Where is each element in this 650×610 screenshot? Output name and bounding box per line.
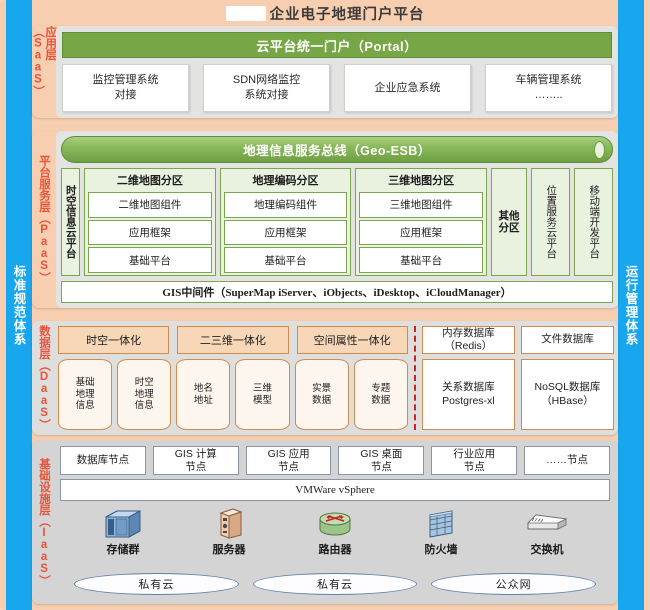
daas-integration-card[interactable]: 二三维一体化 [177, 326, 289, 354]
iaas-node-row: 数据库节点 GIS 计算 节点 GIS 应用 节点 GIS 桌面 节点 行业应用… [60, 446, 610, 475]
database-card[interactable]: 内存数据库 （Redis） [421, 326, 515, 354]
dataset-cylinder[interactable]: 专题 数据 [353, 359, 408, 430]
iaas-node-card[interactable]: 行业应用 节点 [431, 446, 518, 475]
hypervisor-label: VMWare vSphere [295, 484, 375, 496]
daas-integration-row: 时空一体化 二三维一体化 空间属性一体化 [58, 326, 408, 354]
storage-cluster-icon [100, 507, 146, 539]
paas-vertical-label: 时空信息云平台 [61, 168, 80, 276]
paas-zone-other[interactable]: 其他 分区 [491, 168, 528, 276]
left-rail-standards: 标准规范体系 [6, 0, 32, 610]
network-ellipse[interactable]: 公众网 [431, 573, 597, 595]
paas-zone-item[interactable]: 地理编码组件 [223, 192, 348, 218]
paas-column-mobile-dev[interactable]: 移动端开发平台 [574, 168, 614, 276]
layer-paas-label: 平台服务层（PaaS） [38, 155, 51, 284]
iaas-node-card[interactable]: GIS 计算 节点 [152, 446, 239, 475]
hardware-label: 路由器 [318, 544, 352, 556]
daas-vertical-divider [413, 326, 416, 430]
daas-database-row-top: 内存数据库 （Redis） 文件数据库 [421, 326, 615, 354]
gis-middleware-bar: GIS中间件（SuperMap iServer、iObjects、iDeskto… [61, 281, 613, 303]
firewall-icon [418, 507, 464, 539]
iaas-node-card[interactable]: ……节点 [524, 446, 610, 475]
redaction-block [225, 5, 266, 21]
iaas-node-card[interactable]: GIS 桌面 节点 [338, 446, 425, 475]
layer-daas-label: 数据层（DaaS） [38, 325, 51, 431]
hardware-item-router: 路由器 [282, 507, 388, 557]
layer-saas: 应用层（SaaS） 云平台统一门户（Portal） 监控管理系统 对接 SDN网… [32, 26, 618, 118]
paas-column-location-service[interactable]: 位置服务云平台 [531, 168, 571, 276]
page-title: 企业电子地理门户平台 [32, 0, 618, 26]
saas-app-card[interactable]: SDN网络监控 系统对接 [203, 64, 330, 112]
right-rail-label: 运行管理体系 [623, 264, 638, 346]
network-ellipse[interactable]: 私有云 [252, 573, 418, 595]
geo-esb-label: 地理信息服务总线（Geo-ESB） [243, 144, 431, 158]
paas-zone-2d: 二维地图分区 二维地图组件 应用框架 基础平台 [84, 168, 216, 276]
daas-database-row-bottom: 关系数据库 Postgres-xl NoSQL数据库 （HBase） [421, 359, 615, 430]
paas-zone-item[interactable]: 三维地图组件 [359, 192, 484, 218]
hardware-label: 防火墙 [424, 544, 458, 556]
daas-integration-card[interactable]: 空间属性一体化 [296, 326, 408, 354]
geo-esb-bus: 地理信息服务总线（Geo-ESB） [61, 136, 613, 163]
portal-banner: 云平台统一门户（Portal） [62, 32, 612, 58]
layer-daas: 数据层（DaaS） 时空一体化 二三维一体化 空间属性一体化 基础 地理 信息 … [32, 321, 618, 435]
hardware-label: 交换机 [530, 544, 564, 556]
hardware-item-server: 服务器 [176, 507, 282, 557]
database-card[interactable]: 文件数据库 [520, 326, 615, 354]
layer-saas-label: 应用层（SaaS） [32, 26, 57, 97]
paas-zone-3d: 三维地图分区 三维地图组件 应用框架 基础平台 [355, 168, 488, 276]
paas-zone-geocoding: 地理编码分区 地理编码组件 应用框架 基础平台 [219, 168, 352, 276]
dataset-cylinder[interactable]: 地名 地址 [176, 359, 231, 430]
portal-label: 云平台统一门户（Portal） [256, 38, 418, 54]
hardware-label: 存储群 [106, 544, 140, 556]
paas-zone-title: 二维地图分区 [116, 175, 183, 187]
network-row: 私有云 私有云 公众网 [60, 573, 610, 597]
paas-zone-title: 地理编码分区 [252, 175, 319, 187]
page-title-text: 企业电子地理门户平台 [269, 6, 425, 23]
paas-zone-title: 三维地图分区 [388, 175, 455, 187]
router-icon [312, 507, 358, 539]
hardware-item-switch: 交换机 [494, 507, 600, 557]
paas-zone-item[interactable]: 二维地图组件 [88, 192, 212, 218]
iaas-node-card[interactable]: 数据库节点 [60, 446, 146, 475]
dataset-cylinder[interactable]: 实景 数据 [294, 359, 349, 430]
iaas-node-card[interactable]: GIS 应用 节点 [245, 446, 332, 475]
left-rail-label: 标准规范体系 [11, 264, 26, 346]
cylinder-endcap-icon [594, 141, 605, 159]
network-ellipse[interactable]: 私有云 [74, 573, 239, 595]
paas-zone-item[interactable]: 基础平台 [223, 247, 348, 274]
database-card[interactable]: NoSQL数据库 （HBase） [520, 359, 615, 430]
right-rail-operations: 运行管理体系 [618, 0, 644, 610]
server-icon [206, 507, 252, 539]
paas-zones: 时空信息云平台 二维地图分区 二维地图组件 应用框架 基础平台 地理编码分区 地… [61, 168, 614, 276]
layer-iaas: 基础设施层（IaaS） 数据库节点 GIS 计算 节点 GIS 应用 节点 GI… [32, 440, 618, 604]
database-card[interactable]: 关系数据库 Postgres-xl [421, 359, 515, 430]
paas-zone-item[interactable]: 基础平台 [359, 247, 484, 274]
hardware-row: 存储群 服务器 [60, 501, 610, 573]
saas-app-card[interactable]: 企业应急系统 [344, 64, 471, 112]
paas-zone-item[interactable]: 基础平台 [88, 247, 212, 274]
switch-icon [524, 507, 570, 539]
dataset-cylinder[interactable]: 基础 地理 信息 [58, 359, 113, 430]
hardware-label: 服务器 [212, 544, 246, 556]
layer-paas: 平台服务层（PaaS） 地理信息服务总线（Geo-ESB） 时空信息云平台 二维… [32, 131, 618, 308]
hypervisor-bar: VMWare vSphere [60, 479, 610, 501]
saas-app-card[interactable]: 车辆管理系统 …….. [485, 64, 612, 112]
paas-zone-item[interactable]: 应用框架 [88, 219, 212, 246]
paas-zone-item[interactable]: 应用框架 [359, 219, 484, 246]
hardware-item-firewall: 防火墙 [388, 507, 494, 557]
daas-dataset-row: 基础 地理 信息 时空 地理 信息 地名 地址 三维 模型 实景 数据 专题 数… [58, 359, 408, 430]
saas-app-list: 监控管理系统 对接 SDN网络监控 系统对接 企业应急系统 车辆管理系统 …….… [62, 64, 612, 112]
gis-middleware-label: GIS中间件（SuperMap iServer、iObjects、iDeskto… [162, 287, 512, 299]
dataset-cylinder[interactable]: 三维 模型 [235, 359, 290, 430]
layer-iaas-label: 基础设施层（IaaS） [38, 457, 51, 587]
dataset-cylinder[interactable]: 时空 地理 信息 [117, 359, 172, 430]
saas-app-card[interactable]: 监控管理系统 对接 [62, 64, 189, 112]
daas-integration-card[interactable]: 时空一体化 [58, 326, 170, 354]
paas-zone-item[interactable]: 应用框架 [223, 219, 348, 246]
hardware-item-storage: 存储群 [70, 507, 176, 557]
